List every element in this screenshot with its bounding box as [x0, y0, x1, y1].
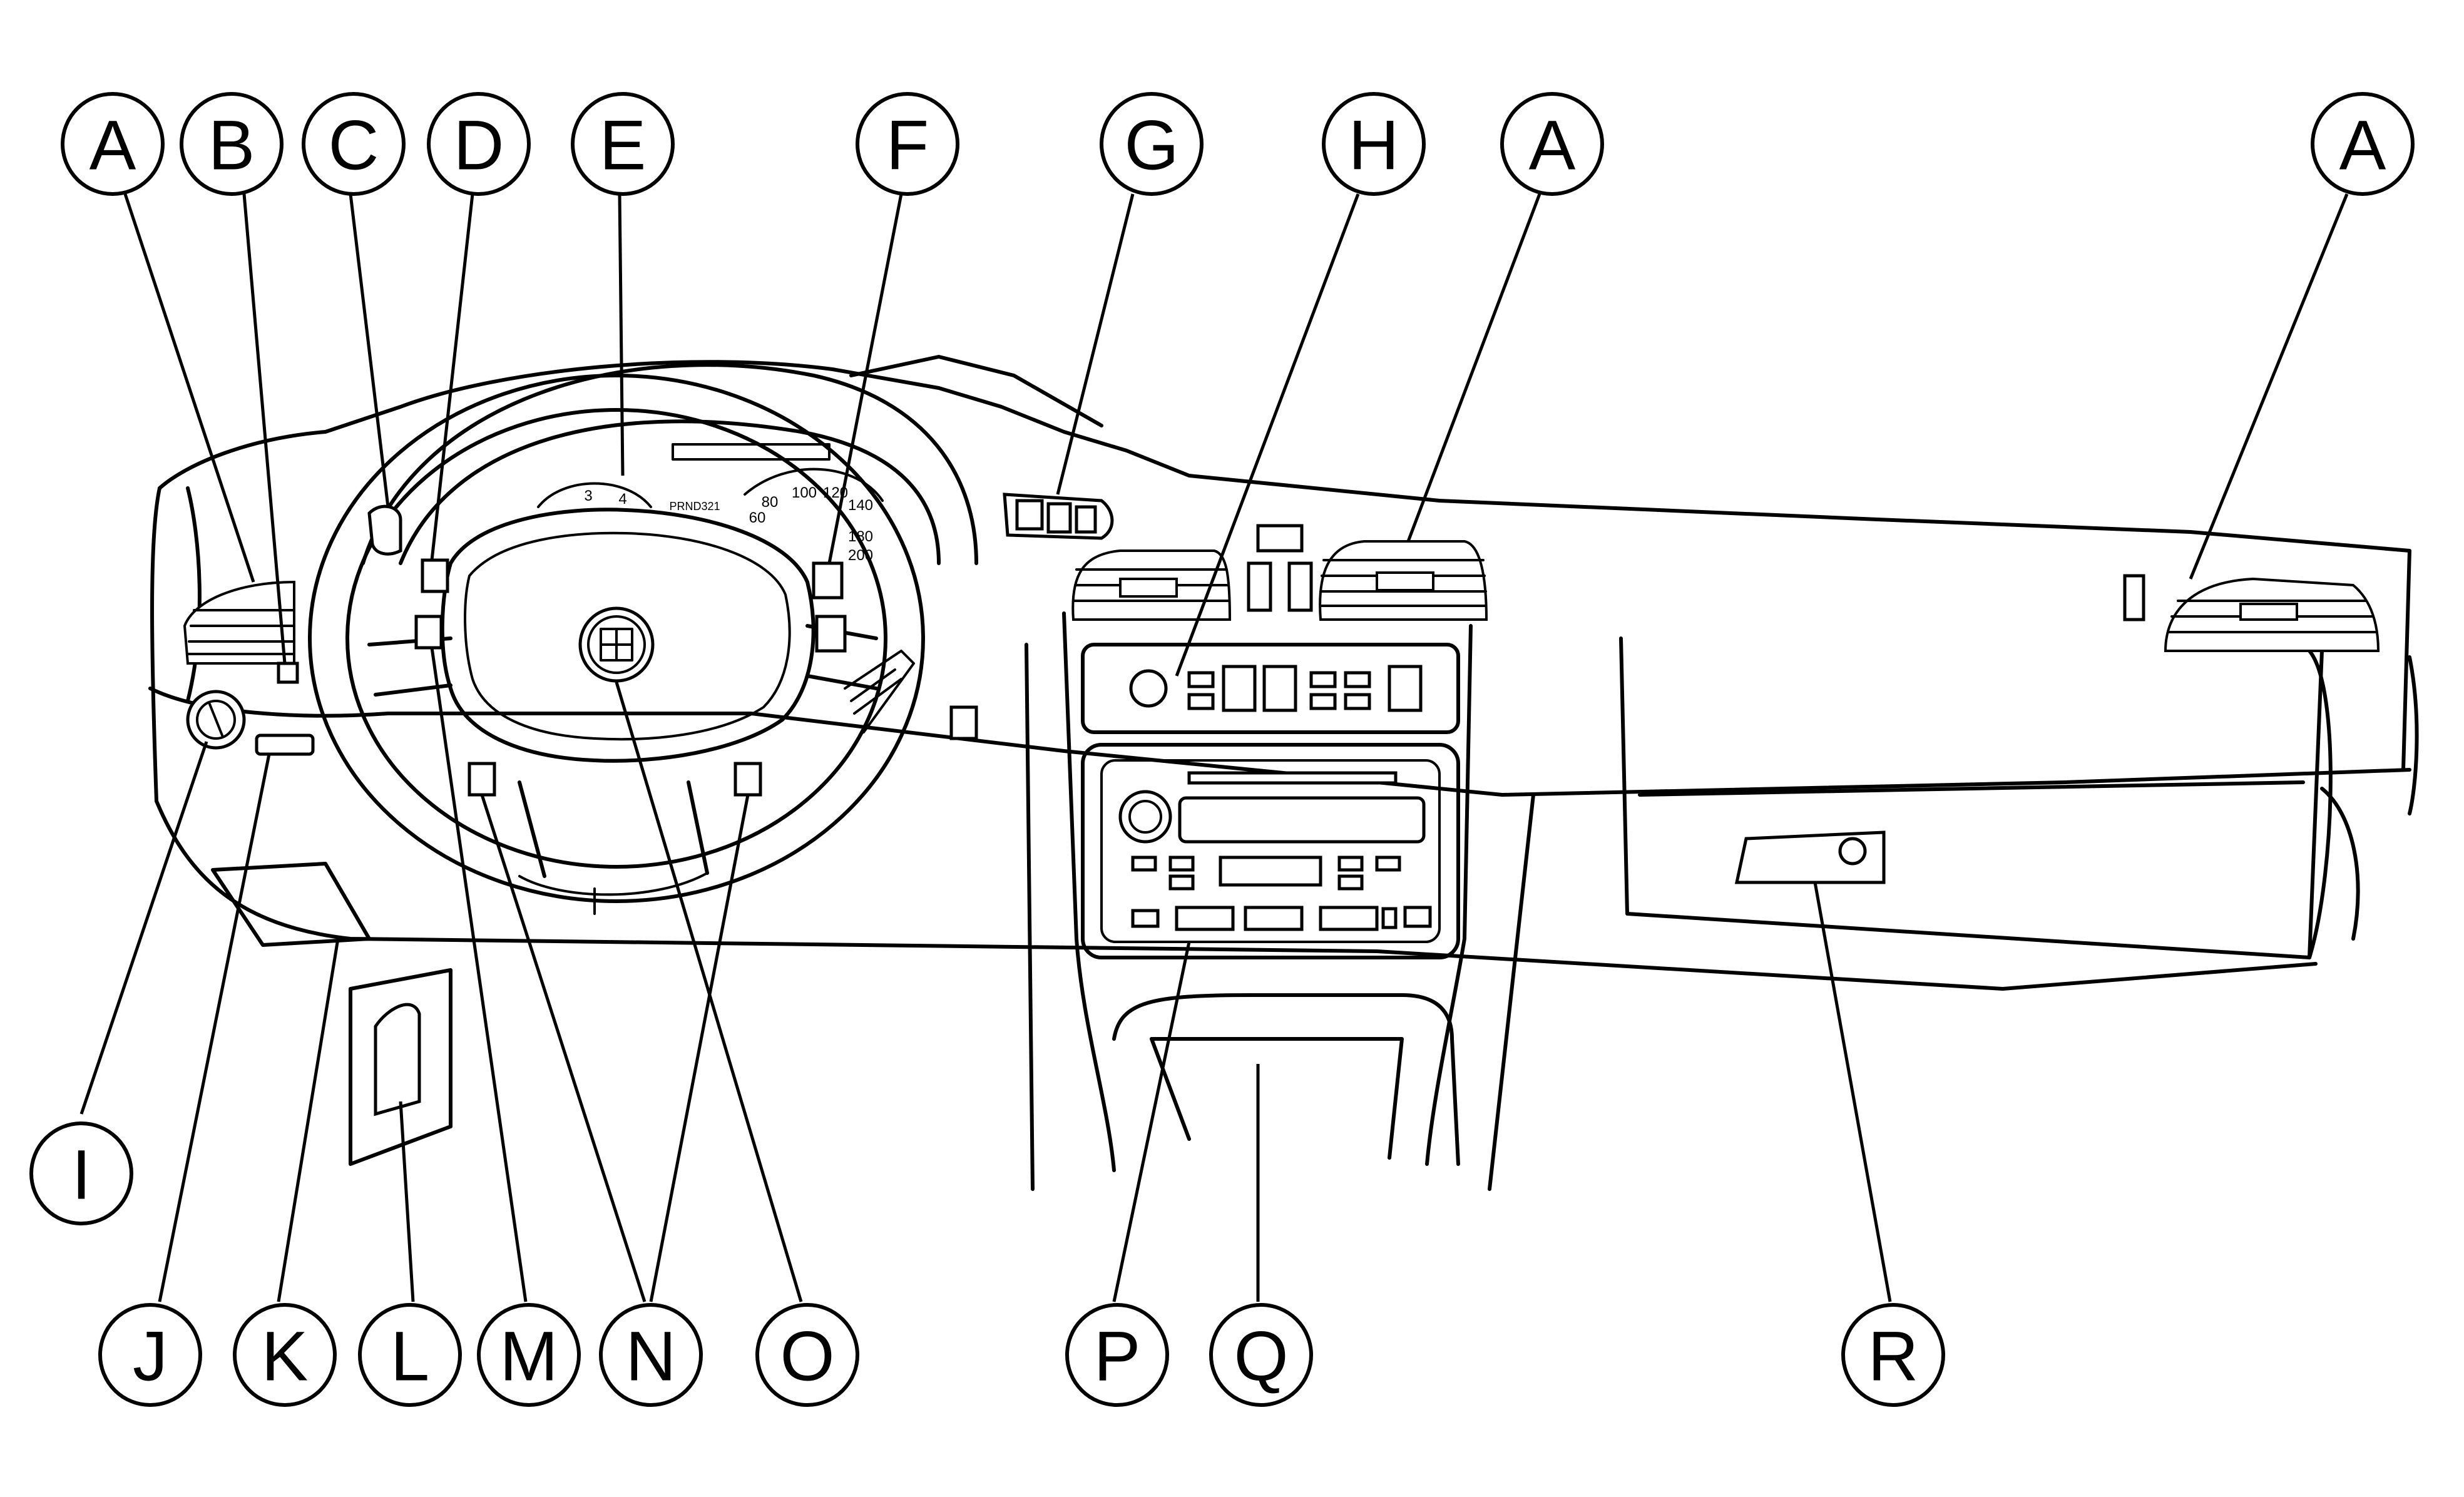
callout-m: M	[477, 1303, 581, 1407]
callout-label: J	[133, 1317, 168, 1396]
audio-system	[1081, 743, 1460, 959]
callout-label: L	[391, 1317, 429, 1396]
speed-tick-label: 140	[848, 497, 873, 514]
callout-j: J	[98, 1303, 202, 1407]
callout-label: C	[329, 106, 379, 185]
instrument-panel-switches	[1003, 493, 1114, 540]
dimmer-switch	[255, 733, 315, 756]
callout-label: K	[262, 1317, 309, 1396]
callout-label: G	[1124, 106, 1178, 185]
callout-g: G	[1100, 92, 1204, 196]
callout-label: B	[208, 106, 255, 185]
tach-tick-label: 4	[618, 491, 626, 508]
callout-label: H	[1349, 106, 1399, 185]
callout-f: F	[856, 92, 959, 196]
callout-a-1: A	[61, 92, 165, 196]
callout-label: P	[1094, 1317, 1141, 1396]
dashboard-outline	[148, 355, 2419, 1191]
callout-i: I	[29, 1121, 133, 1225]
callout-k: K	[233, 1303, 337, 1407]
callout-label: M	[499, 1317, 558, 1396]
prndl-indicator: PRND321	[669, 500, 720, 513]
center-left-vent	[1071, 549, 1232, 621]
callout-c: C	[302, 92, 406, 196]
callout-label: R	[1868, 1317, 1919, 1396]
callout-d: D	[427, 92, 531, 196]
speed-tick-label: 80	[762, 494, 779, 511]
callout-label: I	[71, 1136, 91, 1214]
fuse-access-switch	[949, 705, 978, 740]
glovebox-latch	[1734, 830, 1886, 884]
headlamp-switch	[186, 690, 246, 750]
callout-label: A	[89, 106, 136, 185]
callout-label: Q	[1234, 1317, 1288, 1396]
callout-p: P	[1065, 1303, 1169, 1407]
tach-tick-label: 3	[584, 488, 592, 504]
callout-n: N	[599, 1303, 703, 1407]
right-outboard-vent	[2123, 574, 2380, 652]
small-switch	[277, 662, 299, 684]
center-right-vent	[1319, 540, 1488, 621]
callout-label: A	[1529, 106, 1576, 185]
callout-o: O	[755, 1303, 859, 1407]
speed-tick-label: 100	[792, 484, 817, 501]
callout-a-3: A	[2311, 92, 2415, 196]
callout-label: E	[600, 106, 647, 185]
instrument-cluster: 3 4 PRND321 60 80 100 120 140 180 200	[361, 363, 978, 565]
callout-label: O	[780, 1317, 834, 1396]
speed-tick-label: 60	[749, 509, 766, 526]
callout-q: Q	[1209, 1303, 1313, 1407]
leader-lines	[79, 193, 2349, 1302]
callout-label: F	[886, 106, 929, 185]
callout-b: B	[180, 92, 284, 196]
callout-e: E	[571, 92, 675, 196]
callout-label: D	[454, 106, 504, 185]
steering-wheel	[308, 374, 925, 915]
callout-l: L	[358, 1303, 462, 1407]
hazard-switch-area	[1247, 524, 1313, 612]
climate-control-panel	[1081, 643, 1460, 734]
callout-r: R	[1841, 1303, 1945, 1407]
callout-label: N	[626, 1317, 677, 1396]
callout-a-2: A	[1500, 92, 1604, 196]
left-outboard-vent	[183, 580, 295, 665]
callout-h: H	[1322, 92, 1426, 196]
callout-label: A	[2339, 106, 2386, 185]
